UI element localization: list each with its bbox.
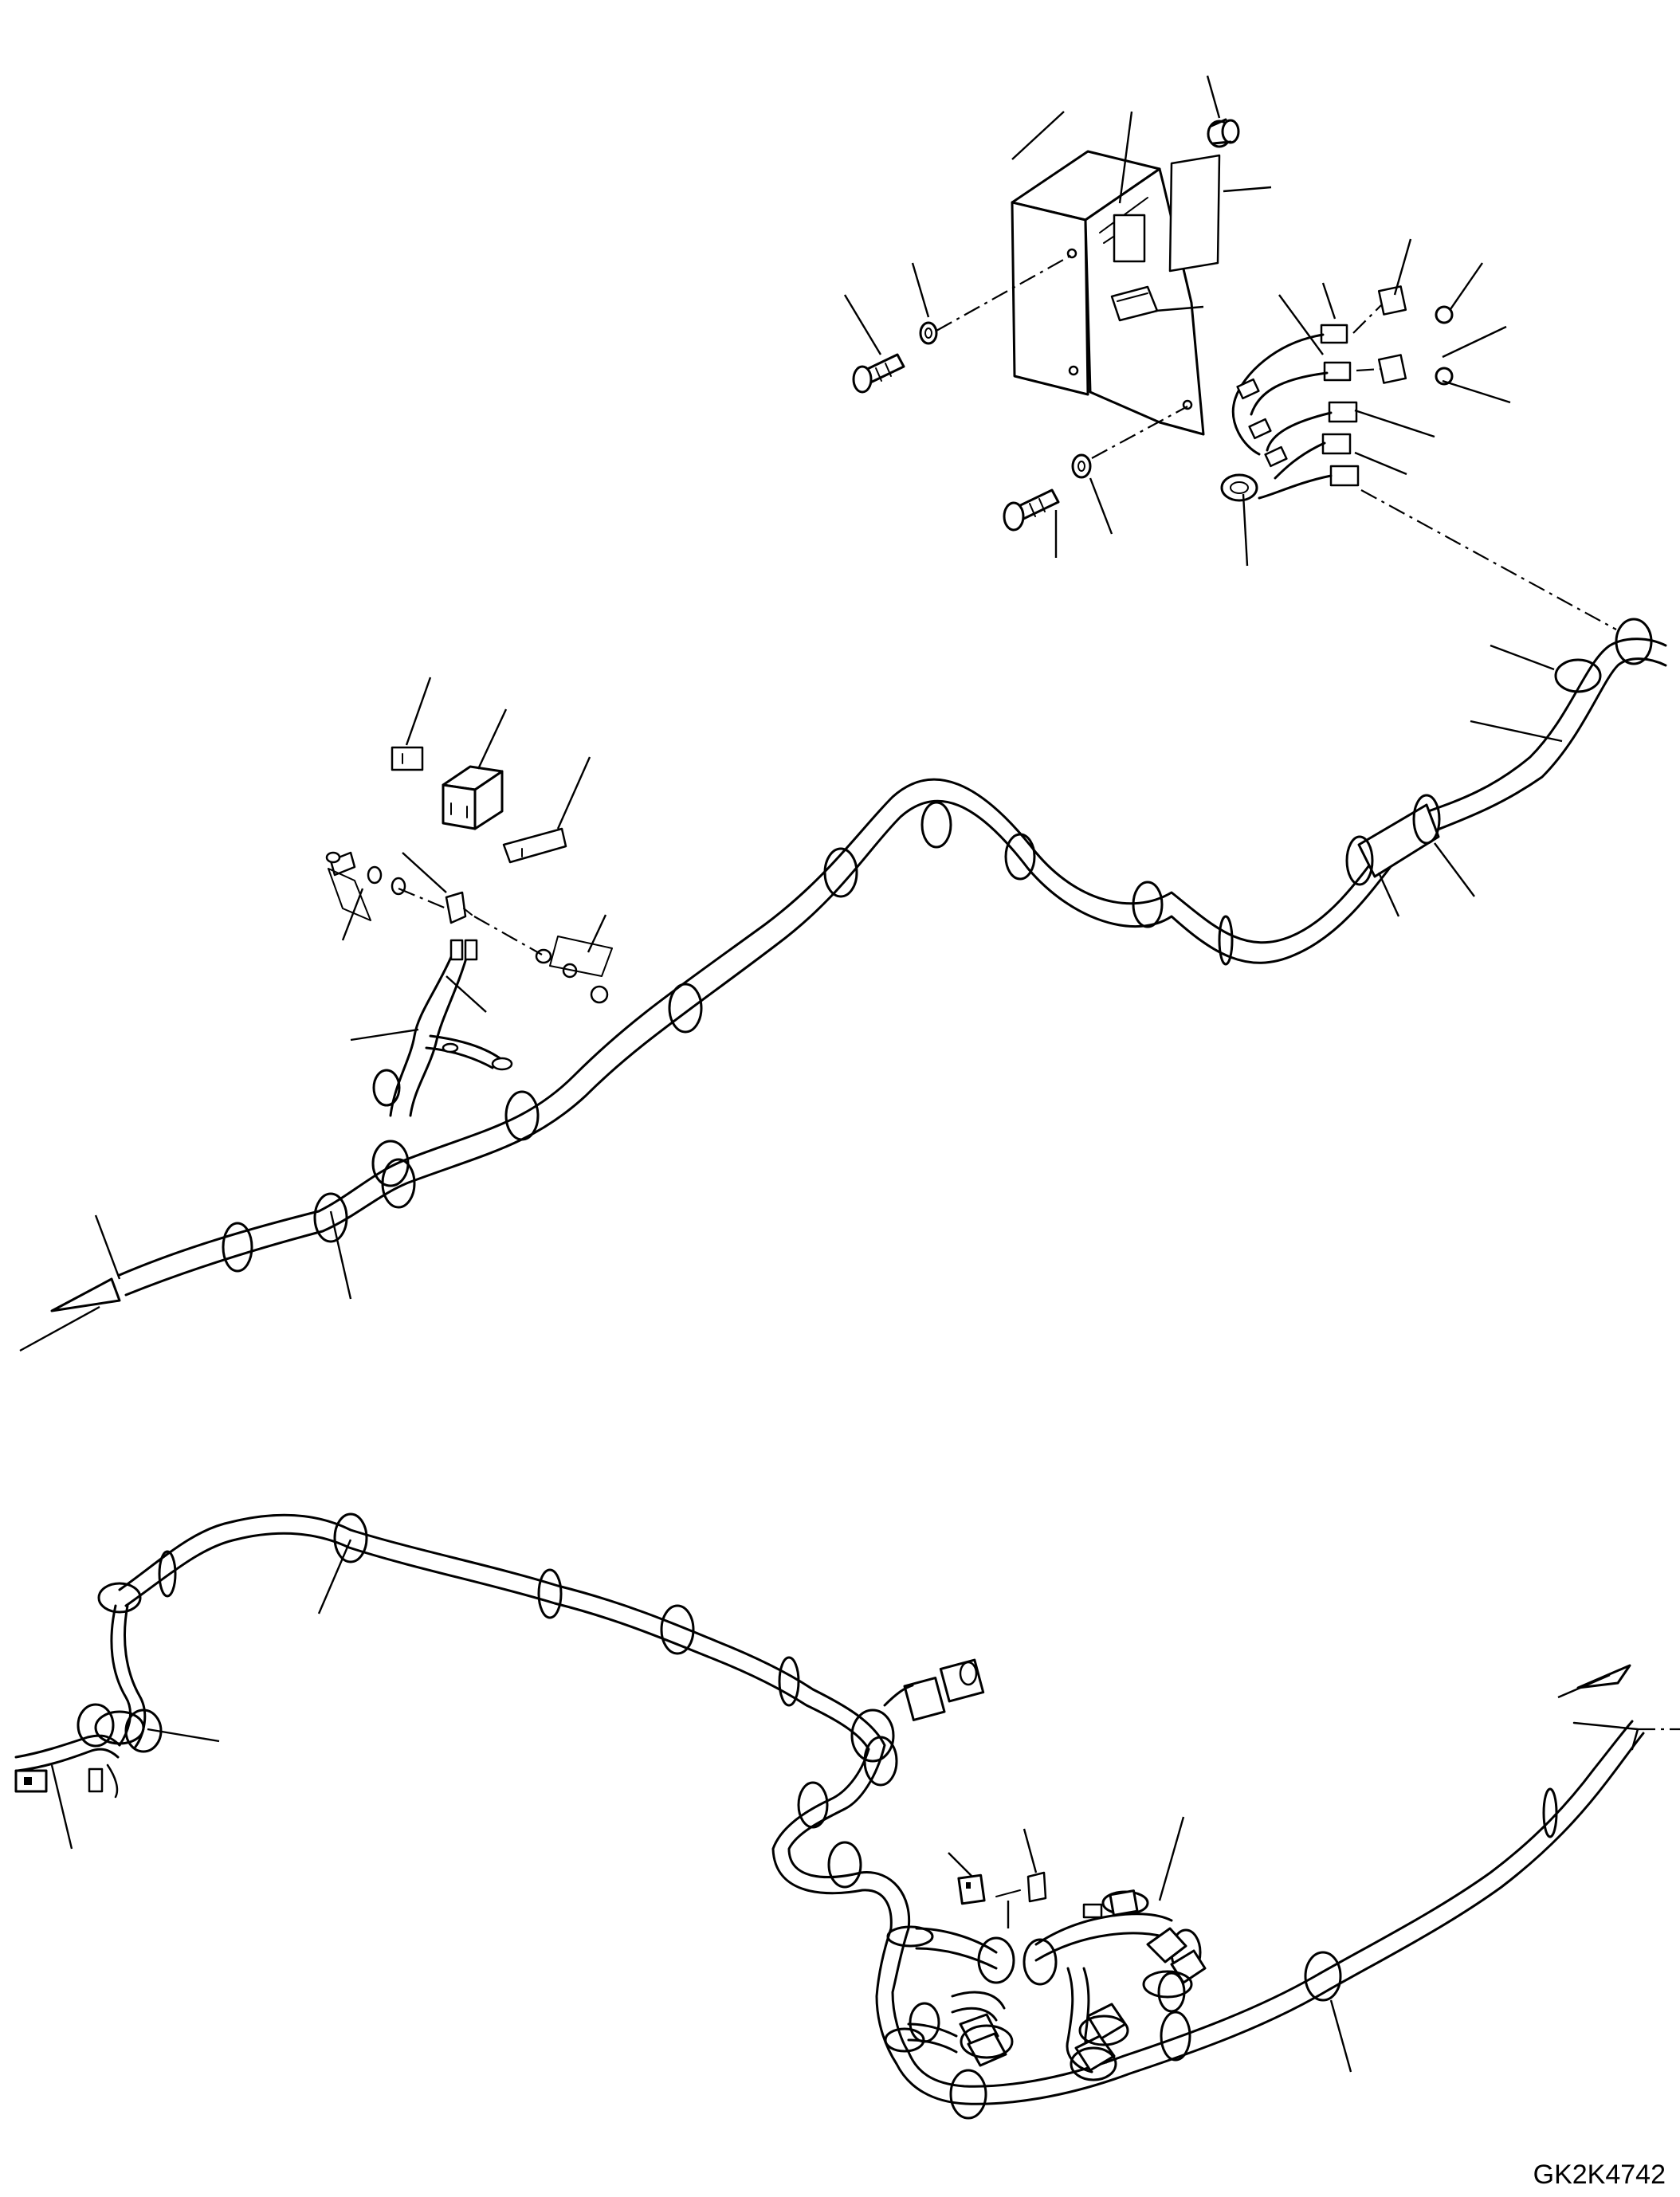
grommet-part [1207,118,1240,148]
relay-axis-line-1 [1352,304,1382,334]
bolt-part-upper [852,353,905,394]
relay-axis-line-2 [1356,367,1382,372]
bolt-axis-line-upper [936,254,1073,332]
ground-axis-line [398,887,447,910]
leader-lines-lower [50,1539,1352,2073]
mounting-bracket-small [391,746,424,771]
lower-left-sub-harness [14,1604,163,1799]
relay-sub-harness [1220,285,1454,502]
main-wiring-harness-lower [118,1513,1680,2105]
drawing-code: GK2K4742 [1533,2160,1666,2190]
relay-part [442,765,504,830]
lower-right-connector-cluster [907,1871,1207,2081]
bolt-part-lower [1003,488,1060,532]
nut-axis-line [473,916,543,955]
mounting-bracket-long [502,827,567,864]
battery-ground-cable [371,939,513,1187]
washer-part-upper [919,321,938,345]
label-plate [1168,154,1221,273]
junction-connector [883,1658,985,1721]
washer-part-lower [1071,453,1092,479]
ground-terminal-group [325,851,613,1004]
harness-clamp-rings-lower [97,1512,1558,2120]
main-wiring-harness-upper [19,638,1667,1352]
harness-clamp-rings-upper [222,618,1653,1273]
leader-lines-upper [94,75,1563,1300]
connector-axis-line [1360,489,1617,630]
